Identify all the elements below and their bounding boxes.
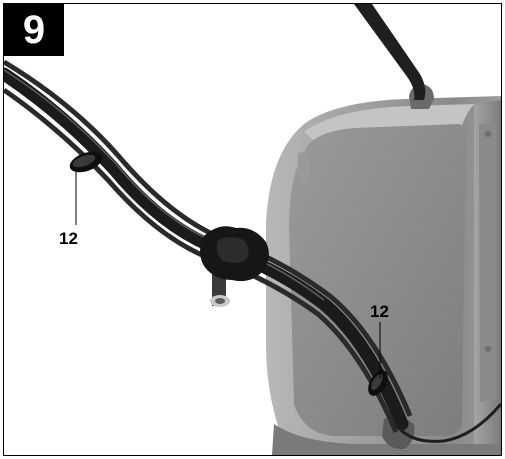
callout-label-left: 12 bbox=[59, 229, 78, 248]
handle-highlight bbox=[4, 69, 325, 301]
cable-loop bbox=[394, 403, 501, 443]
figure-number-badge: 9 bbox=[4, 4, 64, 56]
cable-clip-left bbox=[69, 151, 103, 173]
callout-label-right: 12 bbox=[370, 302, 389, 321]
mower-handle-photo bbox=[4, 4, 501, 455]
figure-frame: 9 12 12 bbox=[3, 3, 502, 456]
handle-star-knob bbox=[200, 226, 269, 307]
mower-base bbox=[272, 424, 501, 455]
rear-flap-panel bbox=[289, 124, 466, 436]
handle-upper-bar bbox=[354, 4, 426, 100]
